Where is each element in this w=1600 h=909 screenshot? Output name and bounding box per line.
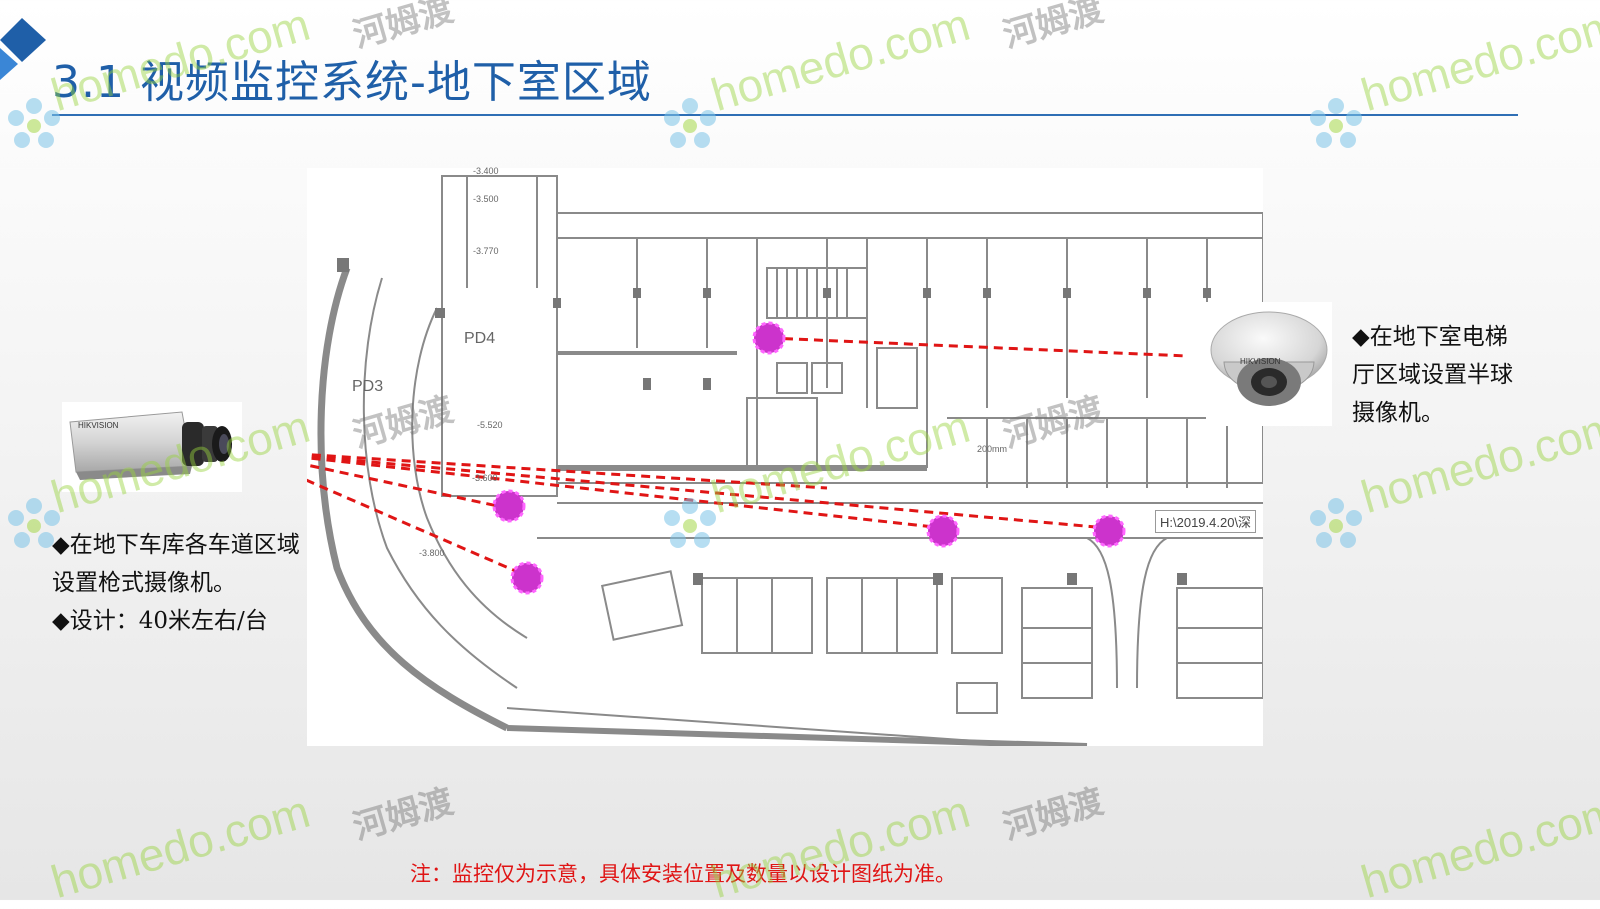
plan-label-pd3: PD3 (352, 378, 384, 395)
watermark-en: homedo.com (1355, 0, 1600, 122)
camera-markers (492, 321, 1126, 595)
bullet-camera-image: HIKVISION (62, 402, 242, 492)
watermark-cn: 河姆渡 (348, 781, 458, 849)
watermark-en: homedo.com (705, 0, 976, 122)
dome-camera-brand: HIKVISION (1240, 357, 1281, 366)
sightline-1 (307, 463, 508, 510)
plan-label-pd4: PD4 (464, 330, 496, 347)
plan-label-width: 200mm (977, 444, 1008, 454)
right-note-line1: ◆在地下室电梯 (1352, 324, 1508, 350)
right-note-line2: 厅区域设置半球 (1352, 362, 1513, 388)
left-note-line2: 设置枪式摄像机。 (52, 570, 236, 596)
plan-level-3: -3.770 (473, 246, 499, 256)
watermark-en: homedo.com (45, 784, 316, 909)
dome-camera-icon: HIKVISION (1210, 311, 1328, 406)
watermark-cn: 河姆渡 (998, 0, 1108, 57)
bullet-camera-brand: HIKVISION (78, 421, 119, 430)
floor-plan-drawing (307, 175, 1263, 746)
left-note-line3: ◆设计：40米左右/台 (52, 608, 268, 634)
sightline-3 (307, 456, 944, 530)
dome-camera-image: HIKVISION (1206, 302, 1332, 426)
bullet-camera-icon: HIKVISION (69, 411, 232, 480)
right-note-line3: 摄像机。 (1352, 400, 1444, 426)
corner-diamond-logo (0, 18, 46, 80)
sightline-2 (307, 478, 528, 578)
watermark-en: homedo.com (1355, 784, 1600, 909)
plan-level-1: -3.400 (473, 166, 499, 176)
plan-level-5: -3.600 (472, 473, 498, 483)
sightline-5 (307, 453, 828, 490)
footer-note: 注：监控仅为示意，具体安装位置及数量以设计图纸为准。 (410, 862, 956, 886)
camera-marker-lane-2 (510, 561, 544, 595)
camera-marker-lane-4 (1092, 514, 1126, 548)
watermark-flower-icon (664, 98, 716, 148)
slide-title: 3.1 视频监控系统-地下室区域 (52, 57, 652, 108)
camera-sightlines (307, 336, 1188, 578)
watermark-flower-icon (1310, 98, 1362, 148)
plan-level-2: -3.500 (473, 194, 499, 204)
left-note-line1: ◆在地下车库各车道区域 (52, 532, 300, 558)
camera-marker-lane-3 (926, 514, 960, 548)
watermark-cn: 河姆渡 (998, 781, 1108, 849)
sightline-dome (768, 336, 1188, 358)
basement-floor-plan: PD4 PD3 -3.400 -3.500 -3.770 -5.520 -3.6… (307, 166, 1263, 746)
plan-level-6: -3.800 (419, 548, 445, 558)
plan-file-reference: H:\2019.4.20\深 (1155, 510, 1257, 533)
camera-marker-elevator-hall (752, 321, 786, 355)
sightline-4 (307, 454, 1108, 530)
title-divider (52, 114, 1518, 116)
plan-level-4: -5.520 (477, 420, 503, 430)
watermark-en: homedo.com (705, 784, 976, 909)
watermark-flower-icon (1310, 498, 1362, 548)
camera-marker-lane-1 (492, 489, 526, 523)
